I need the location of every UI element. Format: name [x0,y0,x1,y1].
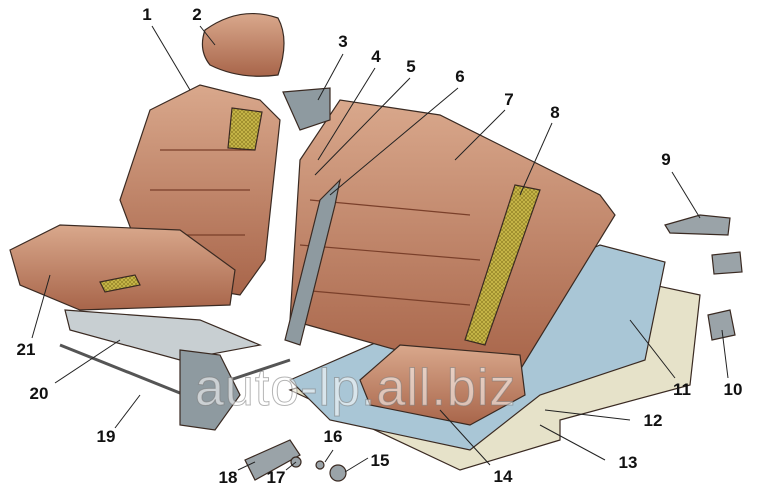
seat-belt [284,178,341,346]
callout-7: 7 [504,90,514,109]
belt-bracket [282,87,331,131]
callout-12: 12 [643,411,663,430]
rear-back-seams [299,199,481,306]
callout-2: 2 [192,5,202,24]
part-18-lever [244,439,301,481]
callout-19: 19 [96,427,116,446]
callout-6: 6 [455,67,465,86]
part-16-pin [315,460,325,470]
callout-20: 20 [29,384,49,403]
callout-13: 13 [618,453,638,472]
front-cushion-mesh [99,274,141,293]
callout-8: 8 [550,103,560,122]
callout-18: 18 [218,468,238,487]
callout-21: 21 [16,340,36,359]
part-9b-plate [711,251,743,275]
rear-seat-back [289,99,616,371]
front-seat-cushion [9,224,236,311]
part-9-hinge [664,214,731,236]
leader-lines [31,25,729,473]
callout-5: 5 [406,57,416,76]
part-15-knob [329,464,347,482]
front-back-mesh [227,107,263,151]
callout-15: 15 [370,451,390,470]
callout-16: 16 [323,427,343,446]
callout-3: 3 [338,32,348,51]
seat-frame [64,309,263,361]
watermark: auto-lp.all.biz [194,359,517,417]
rear-back-mesh [464,184,541,346]
part-10-bracket [707,309,736,341]
callout-10: 10 [723,380,743,399]
callout-1: 1 [142,5,152,24]
callout-9: 9 [661,150,671,169]
callout-4: 4 [371,47,381,66]
recliner-mechanism [179,349,241,431]
callout-17: 17 [266,468,286,487]
callout-14: 14 [493,467,513,486]
rear-seat-cushion [359,344,526,426]
callout-11: 11 [673,380,691,399]
headrest [201,12,285,77]
